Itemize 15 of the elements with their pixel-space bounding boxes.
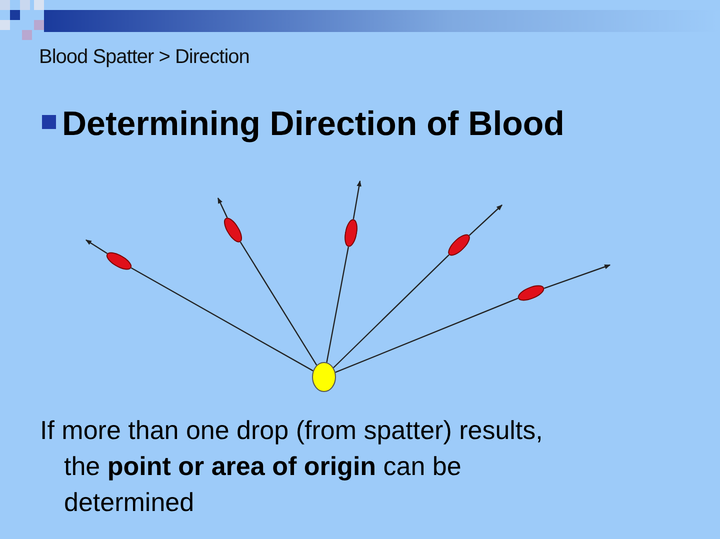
- arrow: [352, 180, 362, 220]
- arrow: [217, 197, 228, 218]
- slide-title: Determining Direction of Blood: [62, 104, 564, 145]
- breadcrumb-text: Blood Spatter > Direction: [39, 45, 250, 70]
- line: [335, 298, 518, 373]
- explanation-text: If more than one drop (from spatter) results, the point or area of origin can be determined: [40, 414, 544, 519]
- line: [130, 267, 314, 372]
- arrow: [544, 264, 611, 289]
- arrow: [468, 204, 502, 236]
- blood-drop: [342, 218, 360, 248]
- line: [240, 242, 318, 366]
- origin-point-circle: [312, 362, 336, 392]
- line: [326, 246, 349, 362]
- line: [333, 254, 450, 368]
- arrow: [86, 240, 108, 254]
